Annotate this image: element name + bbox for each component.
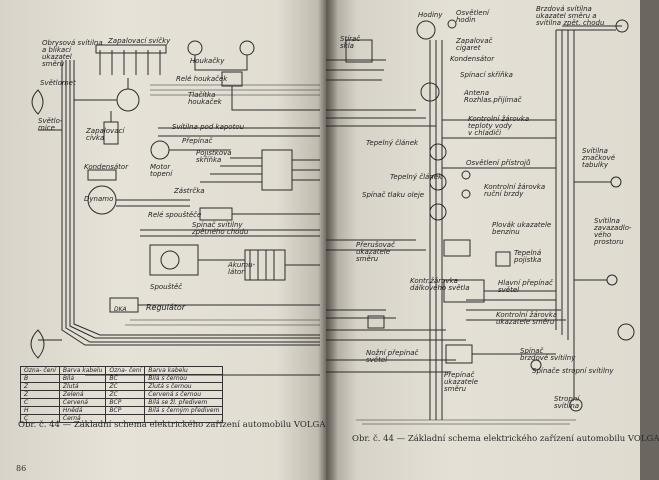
right-caption: Obr. č. 44 — Základní schema elektrickéh…	[352, 434, 659, 444]
legend-cell: Bílá s černým předivem	[144, 406, 224, 415]
right-page: Stírač skla Hodiny Osvětlení hodin Brzdo…	[326, 0, 659, 480]
label-spark-plugs: Zapalovací svíčky	[108, 37, 171, 45]
label-ignition-coil: Zapalovací cívka	[86, 127, 125, 142]
legend-cell: Hnědá	[58, 406, 107, 415]
cable-color-legend: Ozna- čení Barva kabelu Ozna- čení Barva…	[20, 366, 224, 423]
label-brake-lamp: Brzdová svítilna ukazatel směru a svítil…	[536, 5, 605, 27]
label-clock-light: Osvětlení hodin	[456, 9, 489, 24]
legend-cell: BČP	[105, 398, 146, 407]
label-hood-lamp: Svítilna pod kapotou	[172, 123, 245, 131]
label-antenna-radio: Antena Rozhlas.přijímač	[464, 89, 522, 104]
label-water-temp-lamp: Kontrolní žárovka teploty vody v chladič…	[468, 115, 530, 137]
label-indicator-switch: Přepínač ukazatele směru	[444, 371, 479, 393]
label-clock: Hodiny	[418, 11, 443, 19]
label-flasher: Přerušovač ukazatele směru	[356, 241, 395, 263]
label-trunk-lamp: Svítilna zavazadlo- vého prostoru	[594, 217, 632, 246]
legend-row: H Hnědá BČP Bílá s černým předivem	[20, 406, 224, 415]
legend-cell: Z	[20, 390, 60, 399]
label-handbrake-lamp: Kontrolní žárovka ruční brzdy	[484, 183, 546, 198]
label-lamps: Světlo- mice	[38, 117, 63, 132]
legend-row: Z Zelená ZČ Červená s černou	[20, 390, 224, 399]
label-dynamo: Dynamo	[84, 195, 114, 203]
label-horn-relay: Relé houkaček	[176, 75, 228, 83]
label-ignition-switch: Spínací skříňka	[460, 71, 513, 79]
legend-row: Č Černá	[20, 414, 224, 423]
label-horns: Houkačky	[190, 57, 225, 65]
legend-cell: B	[20, 374, 60, 383]
label-condenser-right: Kondensátor	[450, 55, 495, 63]
label-main-light-switch: Hlavní přepínač světel	[498, 279, 553, 294]
legend-row: Ž Žlutá ŽČ Žlutá s černou	[20, 382, 224, 391]
label-condenser: Kondensátor	[84, 163, 129, 171]
label-headlight: Světlomet	[40, 79, 76, 87]
label-starter-relay: Relé spouštěče	[148, 211, 202, 219]
label-wiper: Stírač skla	[340, 35, 361, 50]
left-page: Obrysová svítilna a blikací ukazatel smě…	[0, 0, 326, 480]
legend-cell: Ž	[20, 382, 60, 391]
label-dka: DKA	[114, 306, 127, 313]
label-fuse-box: Pojistková skříňka	[196, 149, 232, 164]
legend-header-color: Barva kabelu	[58, 366, 107, 375]
legend-cell: Bílá se žl. předivem	[144, 398, 224, 407]
left-caption: Obr. č. 44 — Základní schema elektrickéh…	[18, 420, 326, 430]
legend-cell	[144, 414, 224, 423]
legend-header-row: Ozna- čení Barva kabelu Ozna- čení Barva…	[20, 366, 224, 375]
label-plate-lamp: Svítilna značkové tabulky	[582, 147, 616, 169]
label-reverse-switch: Spínač svítilny zpětného chodu	[192, 221, 249, 236]
legend-cell: BČ	[105, 374, 146, 383]
legend-cell: Žlutá	[58, 382, 107, 391]
label-heater-motor: Motor topení	[150, 163, 173, 178]
legend-cell: Bílá	[58, 374, 107, 383]
legend-cell: ZČ	[105, 390, 146, 399]
label-indicator-lamp: Kontrolní žárovka ukazatele směru	[496, 311, 558, 326]
legend-cell: H	[20, 406, 60, 415]
page-number: 86	[16, 464, 27, 473]
legend-cell: Červená s černou	[144, 390, 224, 399]
legend-cell: ŽČ	[105, 382, 146, 391]
right-wiring-diagram	[326, 19, 635, 425]
label-battery: Akumu- látor	[228, 261, 256, 276]
label-plug: Zástrčka	[174, 187, 205, 195]
label-cigar-lighter: Zapalovač cigaret	[456, 37, 493, 52]
legend-header-code-2: Ozna- čení	[105, 366, 146, 375]
legend-cell: Červená	[58, 398, 107, 407]
label-thermal-fuse: Tepelná pojistka	[514, 249, 542, 264]
label-brake-light-switch: Spínač brzdové svítilny	[520, 347, 576, 362]
legend-cell: Č	[20, 398, 60, 407]
label-ceiling-switches: Spínače stropní svítilny	[532, 367, 614, 375]
label-horn-buttons: Tlačítka houkaček	[188, 91, 222, 106]
label-regulator: Regulátor	[146, 303, 186, 312]
legend-cell: BČP	[105, 406, 146, 415]
label-switch: Přepínač	[182, 137, 213, 145]
label-dip-switch: Nožní přepínač světel	[366, 349, 419, 364]
label-instrument-lights: Osvětlení přístrojů	[466, 159, 531, 167]
legend-row: B Bílá BČ Bílá s černou	[20, 374, 224, 383]
legend-cell: Bílá s černou	[144, 374, 224, 383]
label-fuel-float: Plovák ukazatele benzinu	[492, 221, 552, 236]
label-front-lamp: Obrysová svítilna a blikací ukazatel smě…	[42, 39, 103, 68]
legend-header-code: Ozna- čení	[20, 366, 60, 375]
label-ceiling-lamp: Stropní svítilna	[554, 395, 580, 410]
label-thermal-cell: Tepelný článek	[366, 139, 419, 147]
legend-cell: Č	[20, 414, 60, 423]
legend-cell: Zelená	[58, 390, 107, 399]
label-starter: Spouštěč	[150, 283, 183, 291]
book-gutter	[318, 0, 338, 480]
label-thermal-cell-2: Tepelný článek	[390, 173, 443, 181]
left-wiring-diagram	[30, 40, 320, 376]
legend-header-color-2: Barva kabelu	[144, 366, 224, 375]
label-oil-pressure-switch: Spínač tlaku oleje	[362, 191, 425, 199]
legend-row: Č Červená BČP Bílá se žl. předivem	[20, 398, 224, 407]
legend-cell: Žlutá s černou	[144, 382, 224, 391]
label-high-beam-lamp: Kontr.žárovka dálkového světla	[410, 277, 470, 292]
